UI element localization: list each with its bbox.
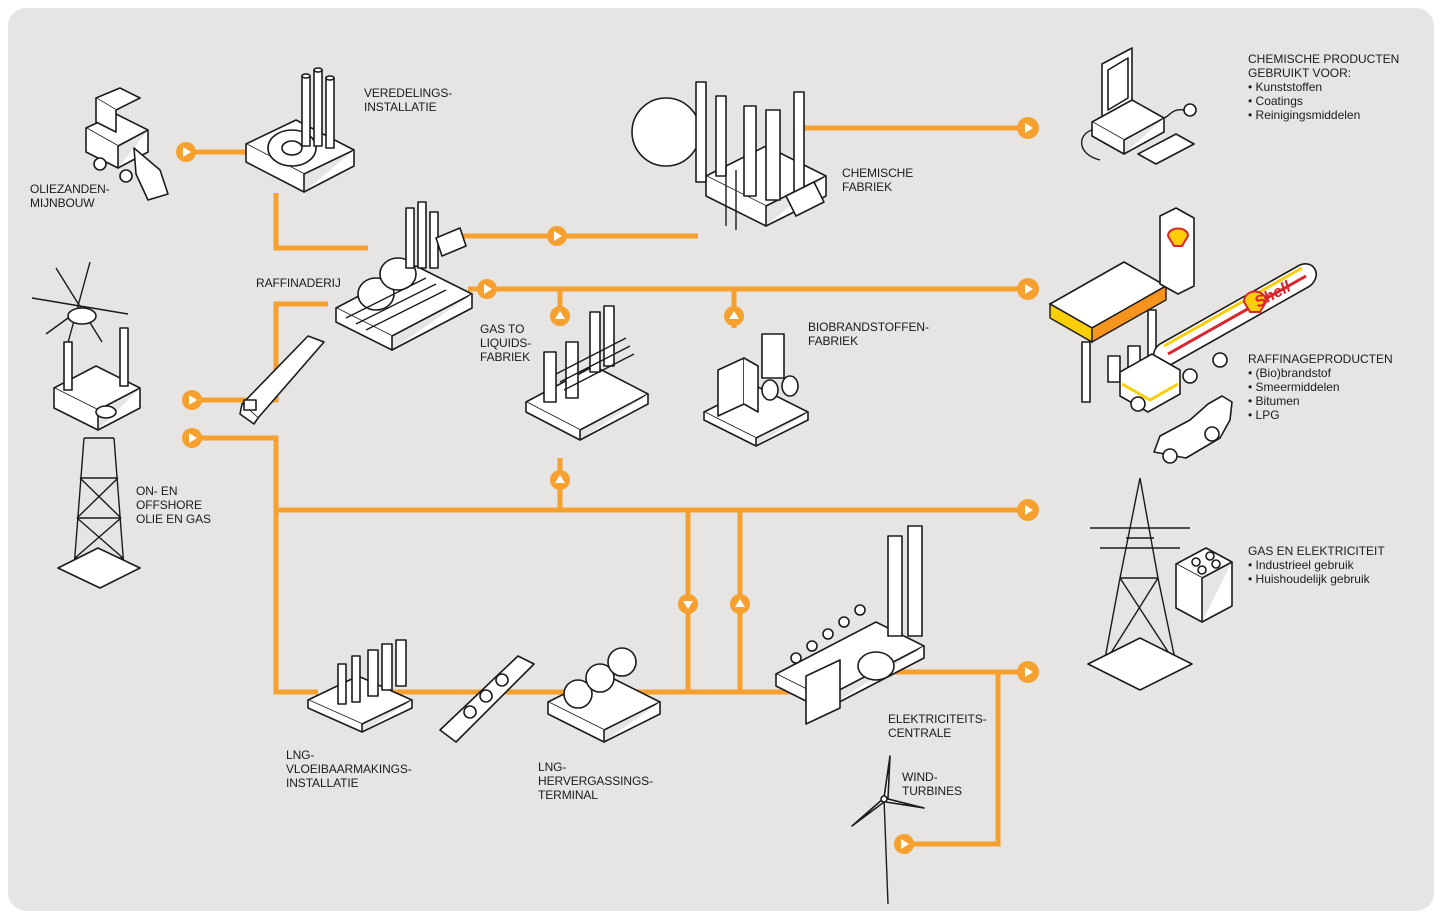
product-item: Kunststoffen	[1248, 80, 1399, 94]
arrow-up-icon	[550, 470, 570, 490]
arrow-right-icon	[547, 226, 567, 246]
label-elektriciteitscentrale: ELEKTRICITEITS- CENTRALE	[888, 712, 987, 740]
wind-turbine-icon	[851, 755, 925, 905]
product-item: LPG	[1248, 408, 1393, 422]
arrow-right-icon	[182, 390, 202, 410]
arrow-down-icon	[678, 594, 698, 614]
upgrader-plant-icon	[245, 67, 355, 193]
products-refinery-title: RAFFINAGEPRODUCTEN	[1248, 352, 1393, 366]
arrow-up-icon	[730, 594, 750, 614]
label-veredeling: VEREDELINGS- INSTALLATIE	[364, 86, 453, 114]
oil-tanker-icon	[239, 335, 325, 425]
arrow-up-icon	[724, 306, 744, 326]
product-item: Coatings	[1248, 94, 1399, 108]
lng-liquefaction-plant-icon	[307, 639, 413, 733]
refinery-icon	[335, 201, 473, 351]
car-icon	[1153, 395, 1233, 464]
arrow-right-icon	[894, 834, 914, 854]
product-item: Smeermiddelen	[1248, 380, 1393, 394]
biofuel-plant-icon	[703, 333, 809, 447]
computer-icon	[1081, 47, 1197, 165]
label-lng-hervergassing: LNG- HERVERGASSINGS- TERMINAL	[538, 760, 653, 802]
arrow-right-icon	[182, 428, 202, 448]
filling-station-icon	[1049, 207, 1195, 403]
product-item: (Bio)brandstof	[1248, 366, 1393, 380]
fuel-tanker-truck-icon: Shell	[1119, 263, 1317, 413]
label-chemische-fabriek: CHEMISCHE FABRIEK	[842, 166, 914, 194]
power-plant-icon	[775, 525, 925, 725]
product-item: Reinigingsmiddelen	[1248, 108, 1399, 122]
value-chain-diagram: Shell	[31, 47, 1317, 905]
arrow-right-icon	[1017, 117, 1039, 139]
diagram-canvas: Shell OLIEZANDEN- MIJNBOUW VEREDELINGS- …	[8, 8, 1434, 911]
label-gtl: GAS TO LIQUIDS- FABRIEK	[480, 322, 532, 364]
arrow-right-icon	[1017, 661, 1039, 683]
arrow-right-icon	[477, 279, 497, 299]
lng-carrier-icon	[439, 655, 535, 743]
arrow-right-icon	[1017, 278, 1039, 300]
chemical-plant-icon	[631, 81, 827, 230]
stove-icon	[1175, 547, 1233, 623]
product-item: Industrieel gebruik	[1248, 558, 1385, 572]
product-item: Bitumen	[1248, 394, 1393, 408]
products-gas-electricity: GAS EN ELEKTRICITEIT Industrieel gebruik…	[1248, 544, 1385, 586]
lng-regasification-terminal-icon	[547, 647, 661, 743]
label-lng-vloeibaar: LNG- VLOEIBAARMAKINGS- INSTALLATIE	[286, 748, 412, 790]
label-windturbines: WIND- TURBINES	[902, 770, 962, 798]
offshore-platform-icon	[53, 327, 141, 589]
label-oliezanden: OLIEZANDEN- MIJNBOUW	[30, 182, 110, 210]
label-on-offshore: ON- EN OFFSHORE OLIE EN GAS	[136, 484, 211, 526]
label-raffinaderij: RAFFINADERIJ	[256, 276, 341, 290]
arrow-right-icon	[1017, 499, 1039, 521]
products-gas-electricity-title: GAS EN ELEKTRICITEIT	[1248, 544, 1385, 558]
label-biobrandstoffen: BIOBRANDSTOFFEN- FABRIEK	[808, 320, 929, 348]
oil-sands-mining-icon	[85, 87, 169, 201]
power-pylon-icon	[1087, 477, 1193, 691]
arrow-up-icon	[550, 306, 570, 326]
flow-arrows	[176, 117, 1039, 854]
gas-to-liquids-plant-icon	[525, 305, 649, 441]
product-item: Huishoudelijk gebruik	[1248, 572, 1385, 586]
products-chemical: CHEMISCHE PRODUCTEN GEBRUIKT VOOR: Kunst…	[1248, 52, 1399, 122]
helicopter-icon	[31, 261, 129, 351]
products-refinery: RAFFINAGEPRODUCTEN (Bio)brandstof Smeerm…	[1248, 352, 1393, 422]
products-chemical-title: CHEMISCHE PRODUCTEN GEBRUIKT VOOR:	[1248, 52, 1400, 80]
arrow-right-icon	[176, 142, 196, 162]
